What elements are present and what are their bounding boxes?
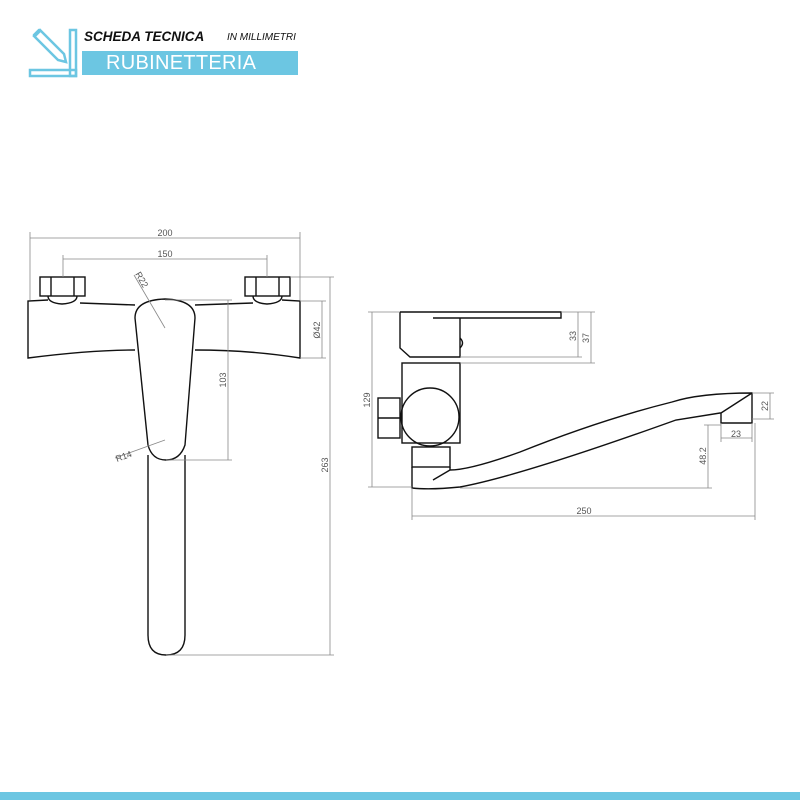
- left-nut: [39, 276, 86, 305]
- body: [401, 362, 461, 444]
- dim-lever-length: 103: [218, 372, 228, 387]
- header-icon: [28, 28, 78, 78]
- mixer-body: [27, 299, 301, 359]
- side-nut: [377, 397, 401, 439]
- handle: [399, 311, 562, 358]
- dim-spout-clearance: 48.2: [698, 447, 708, 465]
- dim-radius-top: R22: [133, 270, 150, 289]
- front-view: 200 150 R22 R14 103 Ø42 263: [27, 228, 334, 656]
- dim-aerator-width: 23: [731, 429, 741, 439]
- dim-overall-height: 263: [320, 457, 330, 472]
- dim-side-height: 129: [362, 392, 372, 407]
- dim-radius-bottom: R14: [114, 449, 133, 464]
- spout: [411, 392, 753, 490]
- dim-overall-width: 200: [157, 228, 172, 238]
- header-title: SCHEDA TECNICA: [84, 29, 205, 44]
- lever-handle: [147, 455, 186, 656]
- dim-inlet-spacing: 150: [157, 249, 172, 259]
- dim-handle-total-height: 37: [581, 333, 591, 343]
- diverter-knob: [400, 387, 460, 447]
- right-nut: [244, 276, 291, 305]
- dim-spout-end-height: 22: [760, 401, 770, 411]
- header-category: RUBINETTERIA: [82, 51, 298, 75]
- dim-spout-length: 250: [576, 506, 591, 516]
- dim-body-diameter: Ø42: [312, 321, 322, 338]
- dim-handle-height: 33: [568, 331, 578, 341]
- side-view: 129 33 37 22 23 48.2 250: [362, 311, 774, 520]
- bottom-accent-bar: [0, 792, 800, 800]
- header-units: IN MILLIMETRI: [227, 32, 296, 43]
- lever: [134, 298, 196, 461]
